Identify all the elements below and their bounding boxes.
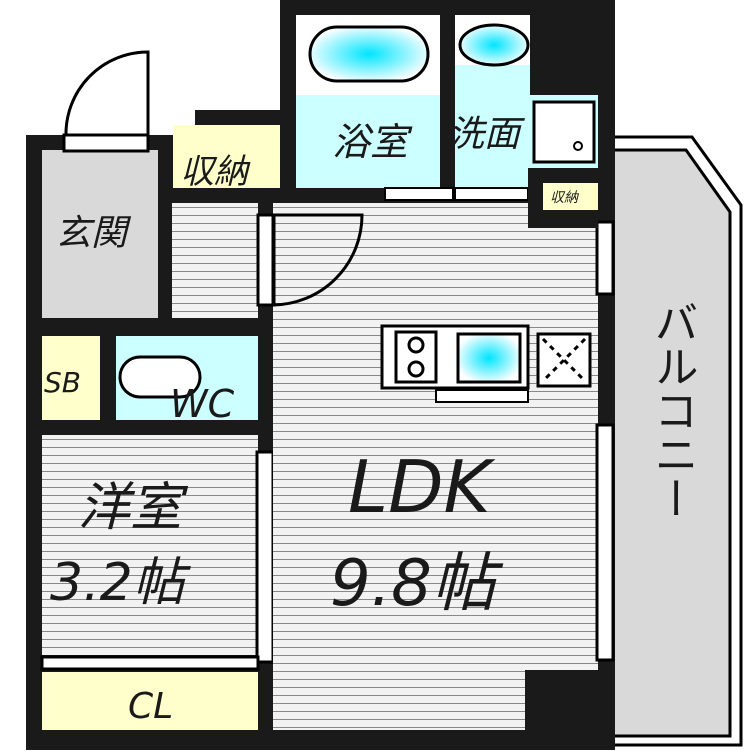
washing-machine-icon	[532, 100, 596, 164]
western-room-label: 洋室	[78, 478, 189, 538]
ldk	[273, 203, 598, 670]
closet	[42, 672, 258, 730]
storage-label: 収納	[180, 152, 251, 192]
western-room-size: 3.2帖	[50, 553, 192, 613]
entrance-door	[64, 50, 150, 137]
shoe-box-label: SB	[44, 366, 81, 399]
storage-area	[173, 125, 280, 188]
balcony: バルコニー	[610, 135, 743, 747]
window	[595, 220, 615, 296]
sink-icon	[458, 23, 530, 67]
small-storage	[543, 183, 598, 210]
door-swing	[271, 213, 364, 307]
western-room	[42, 435, 258, 655]
kitchen-sink-icon	[456, 332, 522, 384]
small-storage-label: 収納	[550, 190, 580, 206]
washroom-label: 洗面	[448, 114, 525, 155]
balcony-label: バルコニー	[647, 300, 698, 520]
shoe-box	[42, 336, 100, 420]
ldk-size: 9.8帖	[330, 547, 504, 621]
toilet-label: WC	[170, 382, 235, 426]
bath-label: 浴室	[332, 120, 413, 164]
closet-label: CL	[128, 686, 173, 727]
ldk-label: LDK	[348, 445, 496, 529]
closet-doors	[40, 655, 260, 671]
bathtub-icon	[308, 25, 430, 83]
stove-icon	[394, 330, 438, 384]
window	[255, 450, 275, 664]
toilet-icon	[118, 355, 202, 399]
hallway	[172, 203, 258, 318]
balcony-door	[595, 423, 615, 662]
entrance-label: 玄関	[55, 213, 132, 254]
entrance-area	[42, 150, 158, 318]
